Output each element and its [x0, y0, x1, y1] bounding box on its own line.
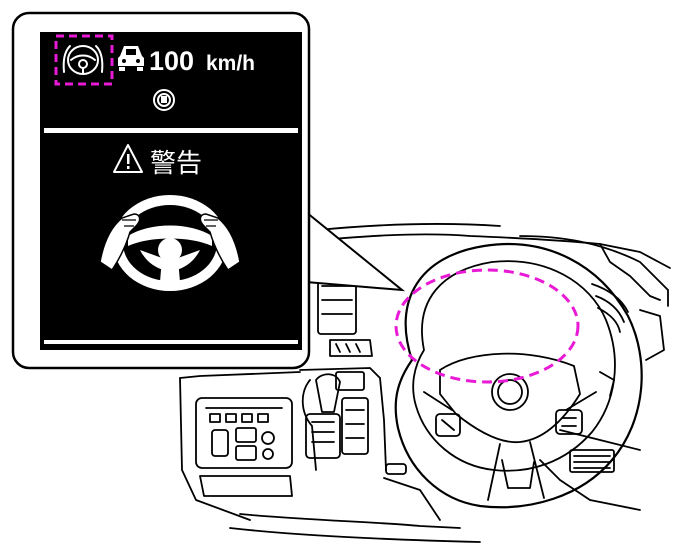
car-icon: [118, 46, 144, 71]
set-speed-value: 100: [149, 46, 194, 76]
display-screen: [40, 32, 302, 350]
hands-on-steering-wheel-icon: [99, 195, 241, 291]
callout-pointer: [305, 211, 406, 292]
warning-label: 警告: [150, 149, 202, 179]
cluster-highlight: [394, 268, 580, 384]
steering-icon-highlight: [54, 34, 114, 86]
warning-triangle-icon: [113, 144, 143, 173]
set-speed-unit: km/h: [206, 52, 255, 75]
lane-steer-icon: [153, 89, 175, 111]
screen-bottom-line: [44, 340, 298, 344]
steering-wheel-hands-icon: [62, 45, 104, 75]
dashboard-line-art: [179, 223, 671, 543]
screen-divider: [44, 128, 298, 133]
